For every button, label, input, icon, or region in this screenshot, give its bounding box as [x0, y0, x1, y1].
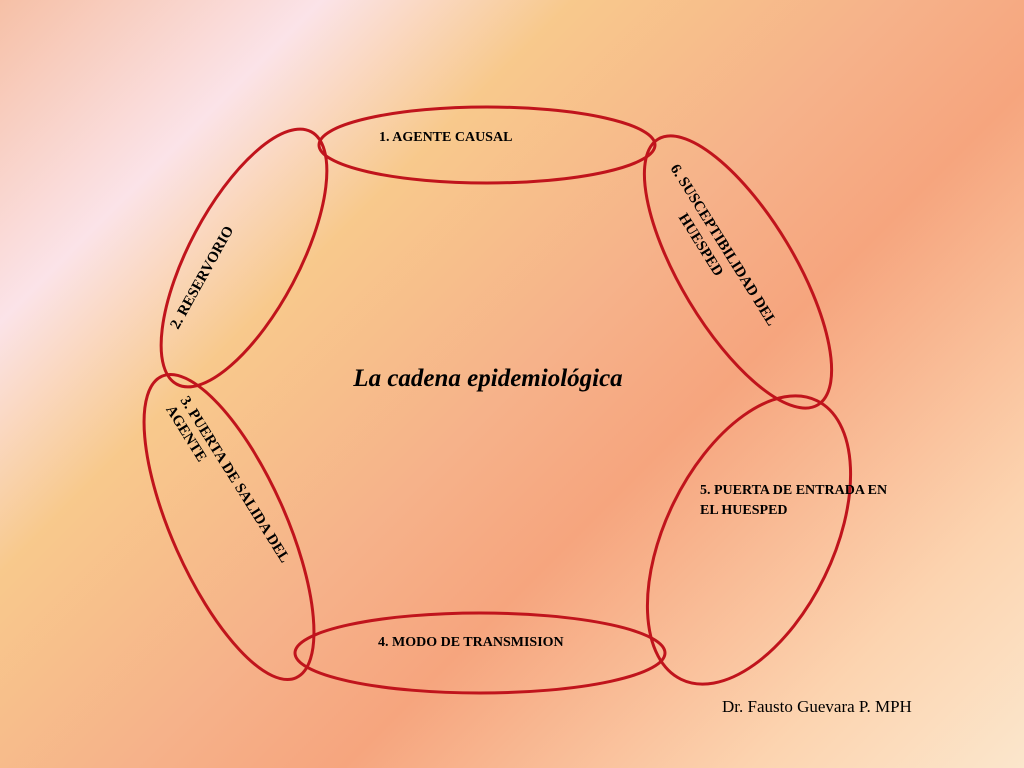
label-susceptibilidad-line1: 6. SUSCEPTIBILIDAD DEL: [667, 162, 780, 329]
ring-reservorio: [159, 127, 329, 389]
label-puerta-entrada-line2: EL HUESPED: [700, 503, 788, 518]
ring-susceptibilidad: [642, 134, 834, 410]
label-susceptibilidad: 6. SUSCEPTIBILIDAD DEL HUESPED: [650, 162, 780, 342]
label-modo-transmision: 4. MODO DE TRANSMISION: [378, 635, 564, 650]
ring-modo-transmision: [293, 611, 667, 695]
label-puerta-entrada-line1: 5. PUERTA DE ENTRADA EN: [700, 483, 887, 498]
ring-puerta-entrada: [645, 394, 853, 686]
ring-agente-causal: [317, 105, 657, 185]
author-credit: Dr. Fausto Guevara P. MPH: [722, 697, 912, 716]
diagram-title: La cadena epidemiológica: [352, 365, 622, 392]
label-puerta-entrada: 5. PUERTA DE ENTRADA EN EL HUESPED: [700, 483, 891, 518]
label-agente-causal: 1. AGENTE CAUSAL: [379, 130, 512, 145]
label-puerta-salida-line1: 3. PUERTA DE SALIDA DEL: [177, 394, 293, 566]
label-reservorio: 2. RESERVORIO: [168, 224, 238, 332]
ring-puerta-salida: [142, 372, 316, 682]
label-puerta-salida: 3. PUERTA DE SALIDA DEL AGENTE: [162, 394, 294, 578]
